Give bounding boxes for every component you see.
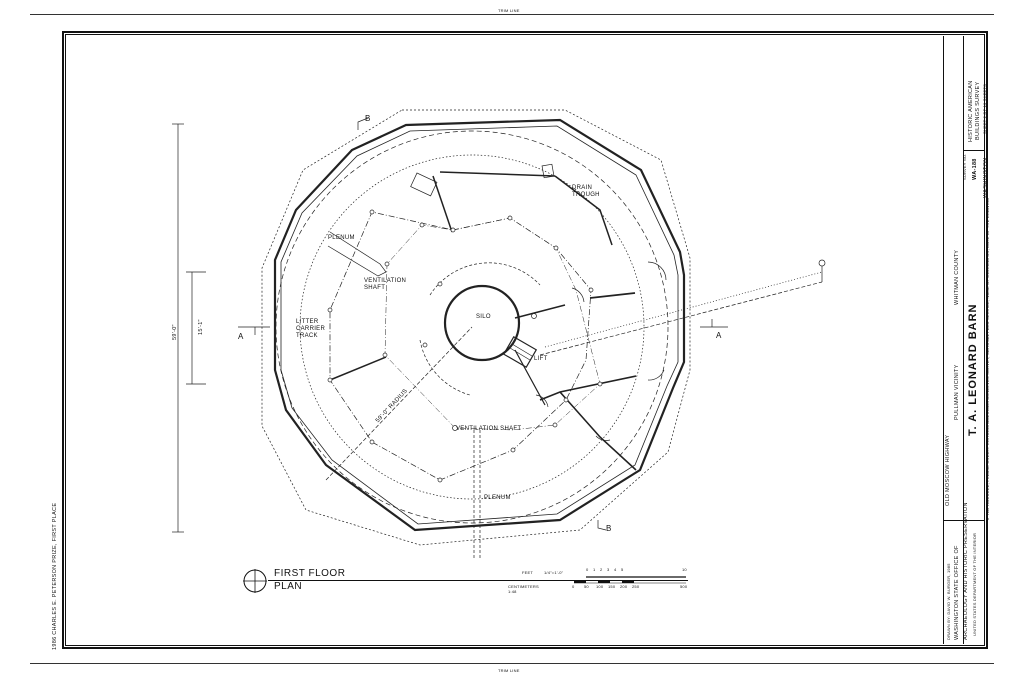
label-vent-shaft-upper-2: SHAFT [364, 285, 386, 291]
scale-tick-0: 0 [586, 567, 589, 572]
title-block-outer [963, 36, 986, 644]
section-marker-a-left: A [238, 332, 244, 341]
plan-title-line1: FIRST FLOOR [274, 568, 346, 579]
survey-number: WA-188 [972, 158, 978, 180]
delineator: DRAWN BY: DAVID W. BURGER, 1985 [946, 563, 951, 640]
office-line2: ARCHAEOLOGY AND HISTORIC PRESERVATION [963, 502, 969, 640]
credit-note: IF REPRODUCED, PLEASE CREDIT: HISTORIC A… [985, 197, 990, 520]
barn-state: WASHINGTON [983, 157, 989, 198]
label-drain-1: DRAIN [572, 185, 593, 191]
label-litter-3: TRACK [296, 333, 318, 339]
trim-line-top [30, 14, 994, 15]
label-vent-shaft-upper-1: VENTILATION [364, 278, 407, 284]
north-arrow-icon [243, 569, 267, 593]
title-block-divider-1 [963, 150, 985, 151]
dept: UNITED STATES DEPARTMENT OF THE INTERIOR [972, 532, 977, 636]
label-drain-2: TROUGH [572, 192, 600, 198]
border-frame-inner [65, 34, 985, 646]
label-litter-1: LITTER [296, 319, 319, 325]
scale-tick-5: 5 [621, 567, 624, 572]
barn-county: WHITMAN COUNTY [954, 249, 960, 305]
scale-feet-ratio: 1/4"=1'-0" [544, 570, 564, 575]
scale-tick-2: 2 [600, 567, 603, 572]
scale-cm-tick-0: 0 [572, 584, 575, 589]
scale-cm-tick-2: 100 [596, 584, 604, 589]
section-marker-a-right: A [716, 331, 722, 340]
habs-line2: BUILDINGS SURVEY [975, 81, 981, 141]
sheet-number: SHEET 2 OF 10 SHEETS [982, 84, 987, 134]
label-plenum-lower: PLENUM [484, 495, 511, 501]
section-marker-b-bottom: B [606, 524, 612, 533]
office-line1: WASHINGTON STATE OFFICE OF [954, 545, 960, 640]
label-vent-shaft-lower: VENTILATION SHAFT [456, 426, 522, 432]
trim-line-bottom [30, 663, 994, 664]
trim-line-bottom-label: TRIM LINE [498, 668, 520, 673]
border-frame [62, 31, 988, 649]
scale-feet-label: FEET [522, 570, 534, 575]
label-plenum-upper: PLENUM [328, 235, 355, 241]
scale-cm-tick-5: 250 [632, 584, 640, 589]
scale-cm-tick-6: 500 [680, 584, 688, 589]
scale-tick-1: 1 [593, 567, 596, 572]
survey-label: SURVEY NO. [962, 153, 967, 180]
scale-cm-tick-4: 200 [620, 584, 628, 589]
scale-cm-tick-1: 50 [584, 584, 589, 589]
dim-overall: 59'-0" [172, 324, 178, 340]
section-marker-b-top: B [365, 114, 371, 123]
barn-road: OLD MOSCOW HIGHWAY [945, 434, 951, 506]
barn-name: T. A. LEONARD BARN [967, 303, 979, 436]
habs-line1: HISTORIC AMERICAN [968, 80, 974, 142]
barn-location: PULLMAN VICINITY [954, 364, 960, 420]
dim-inner: 15'-1" [198, 319, 204, 335]
trim-line-top-label: TRIM LINE [498, 8, 520, 13]
scale-tick-4: 4 [614, 567, 617, 572]
label-silo: SILO [476, 314, 491, 320]
scale-graphic [574, 576, 686, 584]
scale-tick-10: 10 [682, 567, 687, 572]
plan-title-line2: PLAN [274, 581, 303, 592]
scale-cm-label: CENTIMETERS 1:48 [508, 584, 539, 594]
scale-cm-tick-3: 150 [608, 584, 616, 589]
scale-tick-3: 3 [607, 567, 610, 572]
label-lift: LIFT [534, 356, 548, 362]
title-block-inner [943, 36, 964, 644]
plan-title-rule [268, 580, 688, 581]
title-block-divider-2 [943, 520, 985, 521]
label-litter-2: CARRIER [296, 326, 326, 332]
